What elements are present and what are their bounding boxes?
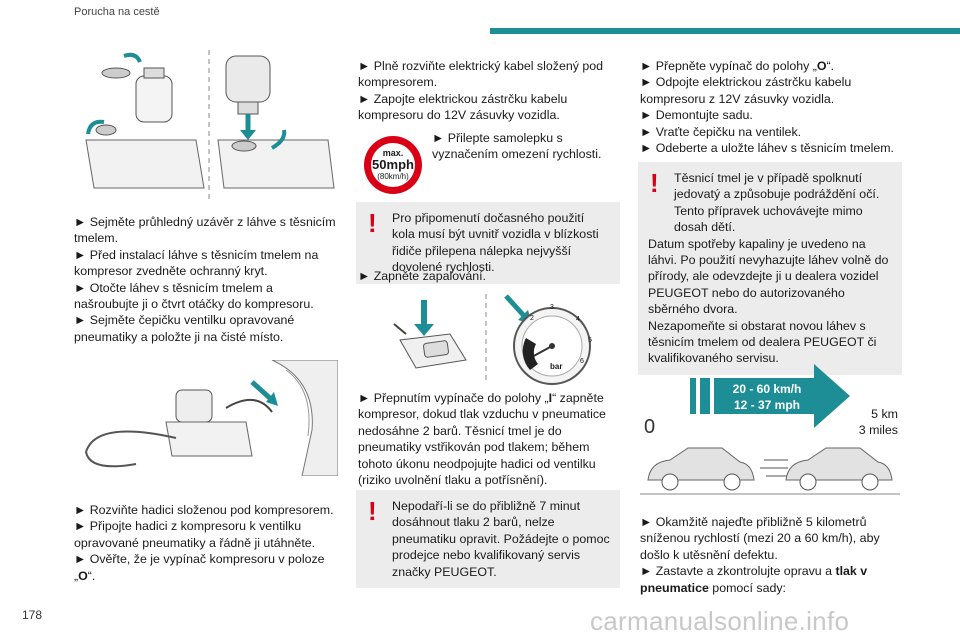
instruction-step: ► Rozviňte hadici složenou pod kompresor… [74, 503, 334, 517]
section-title: Porucha na cestě [74, 6, 160, 18]
instruction-step: ► Připojte hadici z kompresoru k ventilk… [74, 519, 316, 550]
speed-kmh: 20 - 60 km/h [732, 382, 802, 396]
instruction-step: ► Odpojte elektrickou zástrčku kabelu ko… [640, 75, 852, 106]
speed-limit-sign: max. 50mph (80km/h) [364, 136, 422, 194]
instruction-step: ► Zapojte elektrickou zástrčku kabelu ko… [358, 91, 568, 123]
warning-icon: ! [368, 208, 377, 238]
instructions-cable: ► Plně rozviňte elektrický kabel složený… [358, 58, 620, 124]
instruction-step: ► Před instalací láhve s těsnicím tmelem… [74, 247, 319, 279]
instruction-step: ► Sejměte průhledný uzávěr z láhve s těs… [74, 215, 336, 246]
gauge-tick: 2 [530, 315, 534, 322]
instruction-step: ► Demontujte sadu. [640, 108, 753, 123]
sticker-instruction: ► Přilepte samolepku s vyznačením omezen… [432, 131, 602, 162]
warning-text: Datum spotřeby kapaliny je uvedeno na lá… [648, 236, 889, 317]
sign-speed: 50mph [372, 157, 414, 172]
speed-arrow-graphic [690, 364, 850, 428]
compressor-instruction: ► Přepnutím vypínače do polohy „I“ zapně… [358, 391, 606, 488]
hose-to-tyre-illustration [84, 360, 338, 476]
instruction-step: ► Zastavte a zkontrolujte opravu a tlak … [640, 564, 868, 595]
instructions-disassemble: ► Přepněte vypínač do polohy „O“. ► Odpo… [640, 58, 902, 156]
instruction-step: ► Vraťte čepičku na ventilek. [640, 124, 802, 139]
gauge-tick: 1 [524, 339, 528, 346]
gauge-tick: 6 [580, 358, 584, 365]
watermark: carmanualsonline.info [590, 606, 850, 636]
warning-text: Těsnicí tmel je v případě spolknutí jedo… [674, 171, 880, 235]
warning-box-pressure: ! Nepodaří-li se do přibližně 7 minut do… [356, 490, 620, 589]
instruction-step: „O“. [74, 568, 96, 583]
instruction-step: ► Okamžitě najeďte přibližně 5 kilometrů… [640, 515, 880, 562]
page-number: 178 [22, 608, 43, 622]
speed-range-label: 20 - 60 km/h 12 - 37 mph [724, 381, 810, 413]
instruction-step: ► Plně rozviňte elektrický kabel složený… [358, 59, 604, 90]
driving-cars-illustration [640, 447, 900, 495]
sign-kmh: (80km/h) [377, 172, 409, 181]
gauge-tick: 4 [576, 316, 580, 323]
speed-mph: 12 - 37 mph [733, 398, 801, 412]
instructions-hose: ► Rozviňte hadici složenou pod kompresor… [74, 502, 340, 584]
sign-max-label: max. [382, 148, 404, 158]
instruction-step: ► Sejměte čepičku ventilku opravované pn… [74, 313, 295, 344]
instructions-drive: ► Okamžitě najeďte přibližně 5 kilometrů… [640, 514, 902, 596]
warning-box-sealant: ! Těsnicí tmel je v případě spolknutí je… [638, 162, 902, 375]
gauge-unit: bar [550, 362, 563, 371]
instruction-step: ► Otočte láhev s těsnicím tmelem a našro… [74, 280, 314, 312]
warning-text: Nepodaří-li se do přibližně 7 minut dosá… [392, 499, 610, 579]
ignition-instruction: ► Zapněte zapalování. [358, 269, 486, 283]
warning-text: Nezapomeňte si obstarat novou láhev s tě… [648, 318, 877, 366]
gauge-tick: 3 [550, 304, 554, 311]
instructions-bottle: ► Sejměte průhledný uzávěr z láhve s těs… [74, 214, 340, 345]
instruction-step: ► Přepněte vypínač do polohy „O“. [640, 59, 835, 73]
warning-box-sticker: ! Pro připomenutí dočasného použití kola… [356, 202, 620, 284]
instruction-step: ► Odeberte a uložte láhev s těsnicím tme… [640, 141, 894, 156]
switch-and-gauge-illustration [393, 294, 591, 385]
warning-icon: ! [650, 168, 659, 198]
sealant-bottle-illustration [85, 50, 335, 202]
warning-icon: ! [368, 496, 377, 526]
distance-start: 0 [644, 416, 656, 438]
header-accent-bar [490, 28, 960, 34]
instruction-step: ► Ověřte, že je vypínač kompresoru v pol… [74, 552, 325, 567]
distance-end: 5 km 3 miles [858, 407, 898, 437]
warning-text: Pro připomenutí dočasného použití kola m… [392, 211, 599, 275]
gauge-tick: 5 [588, 337, 592, 344]
